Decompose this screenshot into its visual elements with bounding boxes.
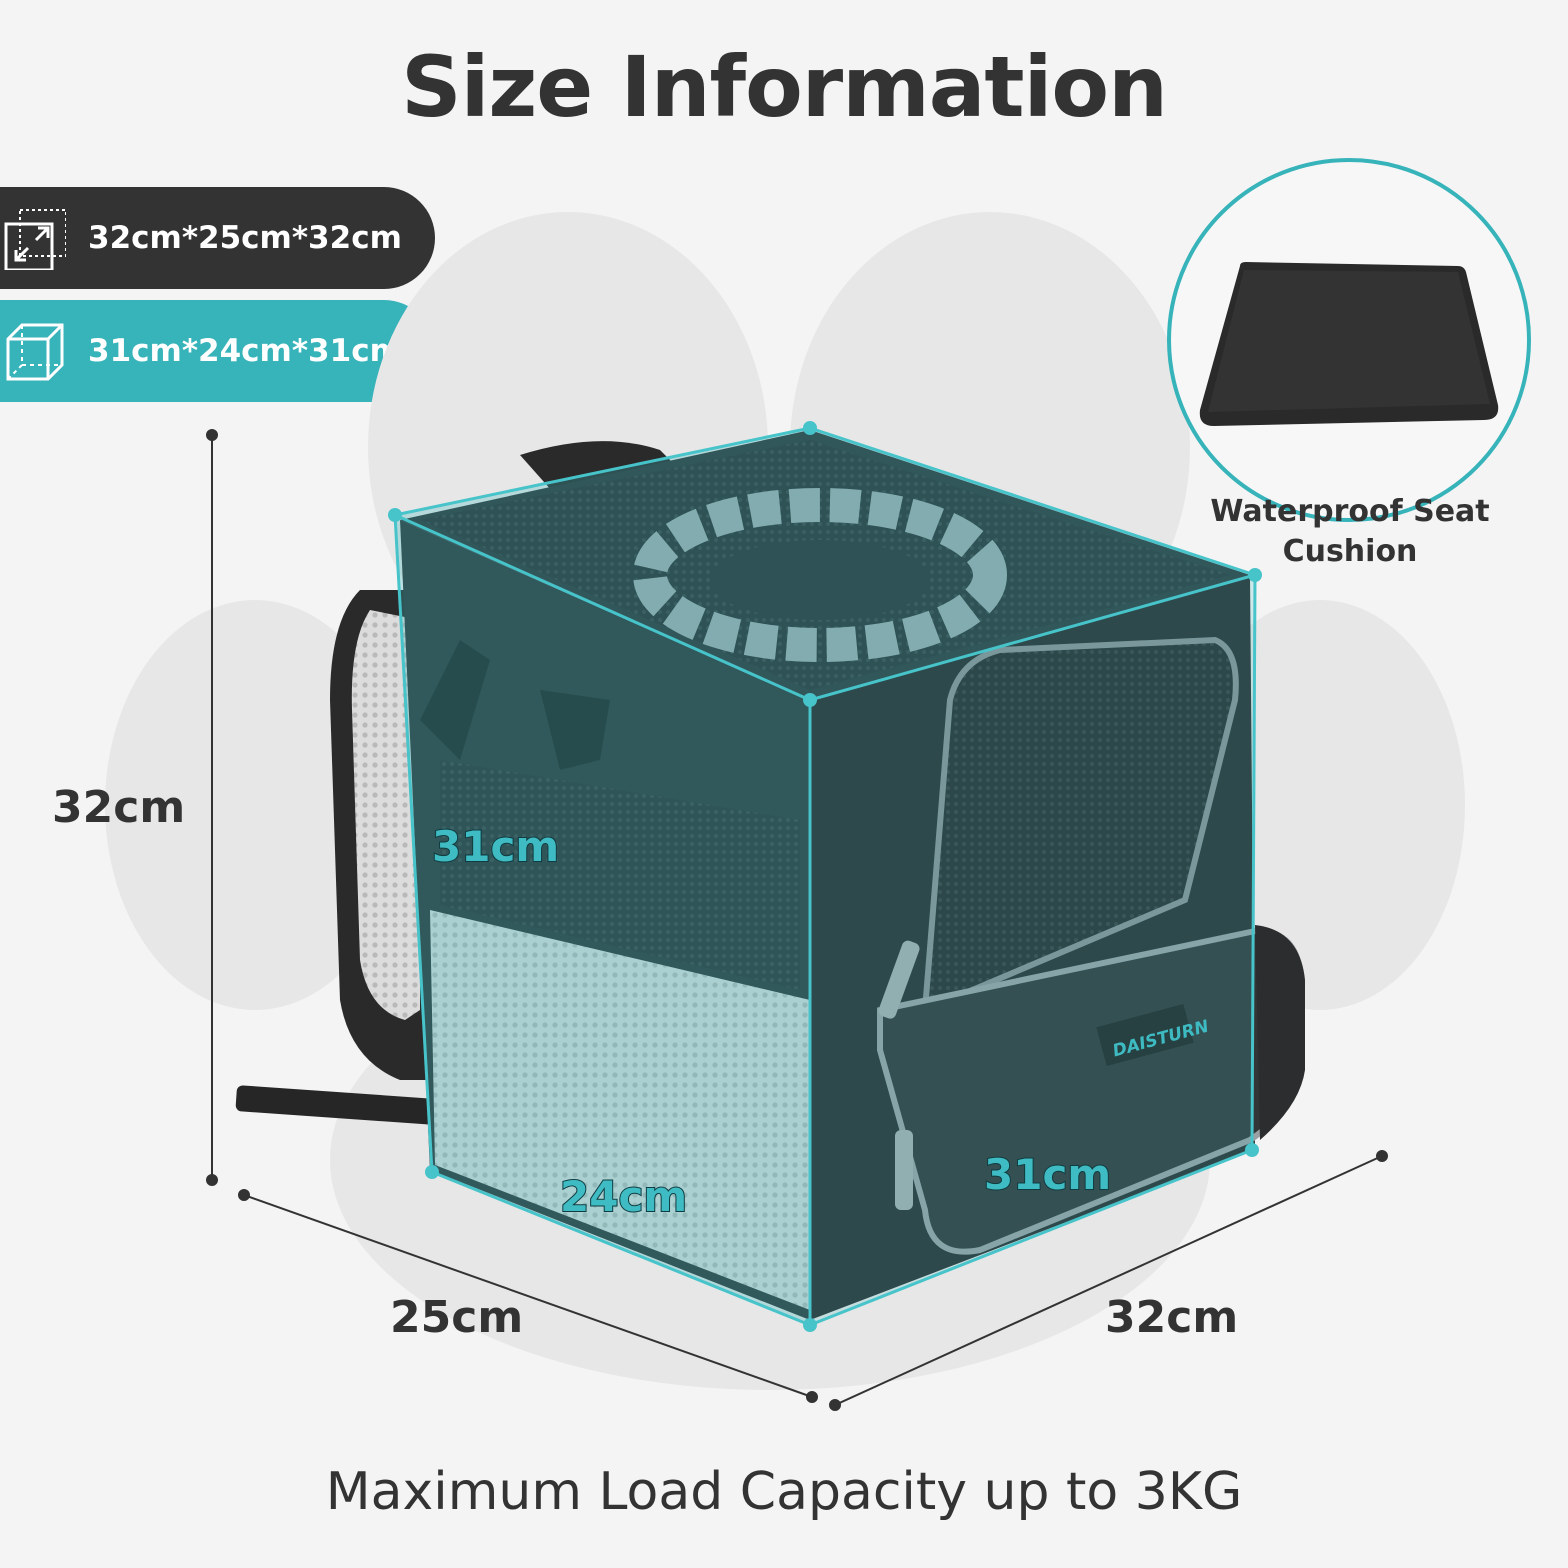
page-title: Size Information bbox=[401, 38, 1168, 136]
outer-size-badge: 32cm*25cm*32cm bbox=[0, 187, 435, 289]
outer-width-label: 32cm bbox=[1105, 1292, 1239, 1343]
seat-cushion-inset bbox=[1167, 158, 1531, 522]
inner-width-label: 31cm bbox=[983, 1149, 1112, 1200]
cushion-caption: Waterproof Seat Cushion bbox=[1180, 492, 1520, 572]
inner-depth-label: 24cm bbox=[559, 1171, 688, 1222]
resize-arrows-icon bbox=[4, 209, 66, 270]
cube-icon bbox=[6, 323, 64, 381]
outer-height-label: 32cm bbox=[52, 782, 186, 833]
inner-size-text: 31cm*24cm*31cm bbox=[88, 333, 402, 369]
outer-dimension-lines bbox=[206, 429, 1388, 1411]
inner-size-badge: 31cm*24cm*31cm bbox=[0, 300, 435, 402]
cushion-caption-line2: Cushion bbox=[1282, 534, 1418, 569]
load-capacity-text: Maximum Load Capacity up to 3KG bbox=[325, 1462, 1243, 1522]
inner-dimension-box bbox=[388, 421, 1262, 1332]
cushion-caption-line1: Waterproof Seat bbox=[1210, 494, 1490, 529]
inner-height-label: 31cm bbox=[431, 821, 560, 872]
outer-size-text: 32cm*25cm*32cm bbox=[88, 220, 402, 256]
pet-carrier-bag: DAISTURN bbox=[400, 430, 1305, 1320]
outer-depth-label: 25cm bbox=[390, 1292, 524, 1343]
